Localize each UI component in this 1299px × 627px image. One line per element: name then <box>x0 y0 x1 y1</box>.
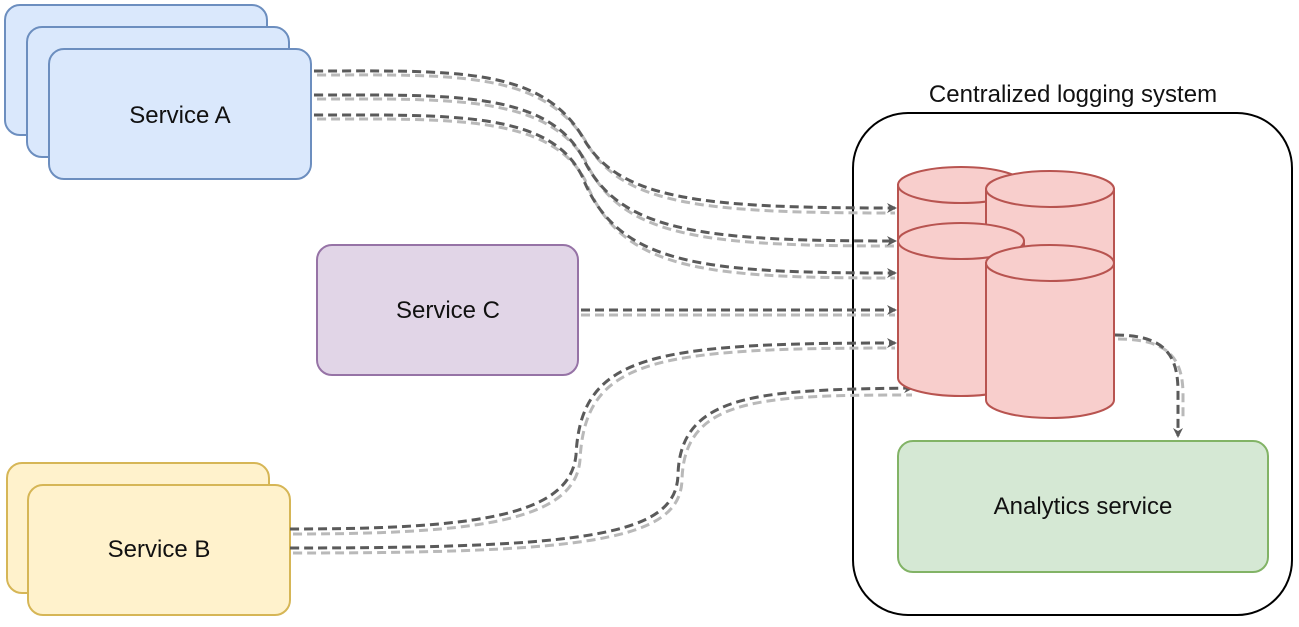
logging-system-label: Centralized logging system <box>929 81 1217 108</box>
analytics-service-box <box>897 440 1269 573</box>
edge-service-c <box>581 305 897 317</box>
edge-service-a-2 <box>313 93 897 248</box>
service-c-label: Service C <box>396 297 500 324</box>
service-a-label: Service A <box>129 102 230 129</box>
analytics-service-label: Analytics service <box>994 493 1173 520</box>
edge-store-to-analytics <box>1114 333 1185 438</box>
edge-service-a-3 <box>313 113 897 280</box>
service-b-box <box>27 484 291 616</box>
service-c-node[interactable]: Service C <box>316 244 579 376</box>
service-a-box <box>48 48 312 180</box>
service-b-node[interactable]: Service B <box>6 462 291 616</box>
service-c-box <box>316 244 579 376</box>
edge-service-b-1 <box>289 338 897 536</box>
edge-service-a-1 <box>313 69 897 215</box>
service-a-node[interactable]: Service A <box>4 4 312 180</box>
edges <box>289 69 1185 555</box>
service-b-label: Service B <box>108 536 211 563</box>
analytics-service-node[interactable]: Analytics service <box>897 440 1269 573</box>
database-icon <box>985 244 1115 419</box>
database-cluster-icon <box>897 166 1115 419</box>
edge-service-b-2 <box>289 383 914 555</box>
